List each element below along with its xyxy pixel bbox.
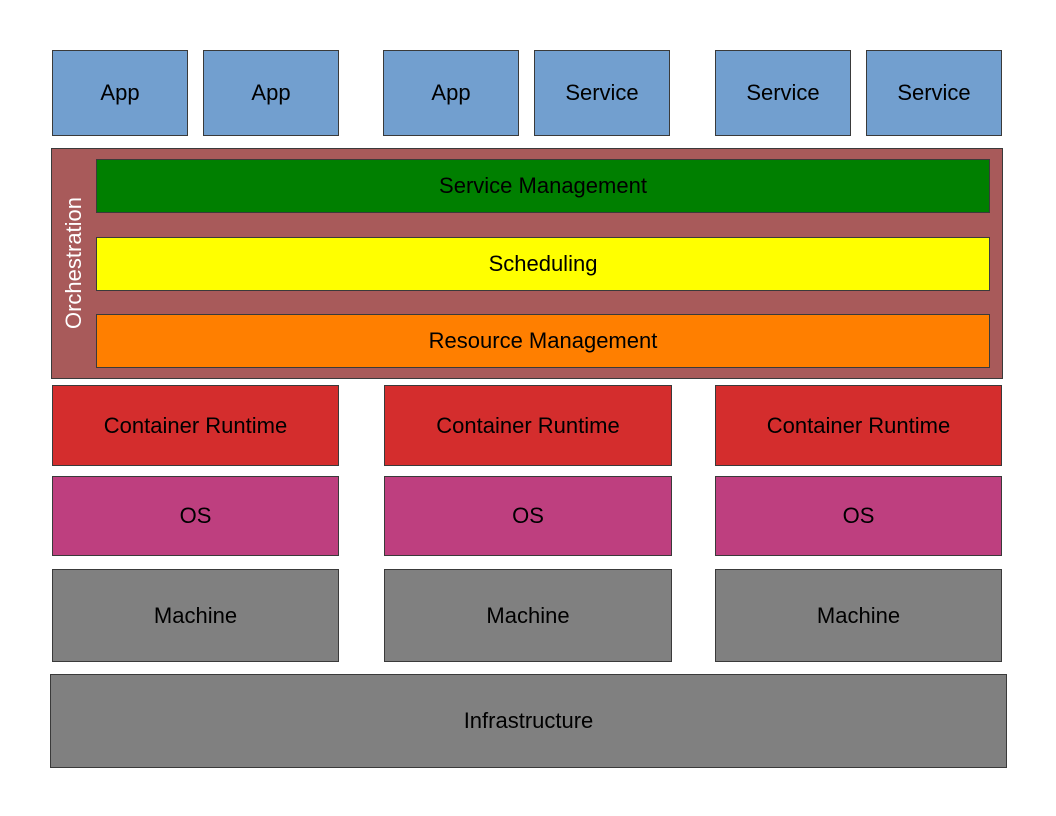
orchestration-label: Orchestration — [61, 196, 86, 330]
container-runtime-box-3: Container Runtime — [715, 385, 1002, 466]
os-box-2: OS — [384, 476, 672, 556]
machine-box-1: Machine — [52, 569, 339, 662]
container-runtime-box-2: Container Runtime — [384, 385, 672, 466]
app-box-1: App — [52, 50, 188, 136]
service-box-2: Service — [715, 50, 851, 136]
service-management-layer: Service Management — [96, 159, 990, 213]
machine-box-2: Machine — [384, 569, 672, 662]
app-box-3: App — [383, 50, 519, 136]
os-box-1: OS — [52, 476, 339, 556]
container-runtime-box-1: Container Runtime — [52, 385, 339, 466]
os-box-3: OS — [715, 476, 1002, 556]
service-box-1: Service — [534, 50, 670, 136]
app-box-2: App — [203, 50, 339, 136]
machine-box-3: Machine — [715, 569, 1002, 662]
scheduling-layer: Scheduling — [96, 237, 990, 291]
infrastructure-box: Infrastructure — [50, 674, 1007, 768]
service-box-3: Service — [866, 50, 1002, 136]
resource-management-layer: Resource Management — [96, 314, 990, 368]
